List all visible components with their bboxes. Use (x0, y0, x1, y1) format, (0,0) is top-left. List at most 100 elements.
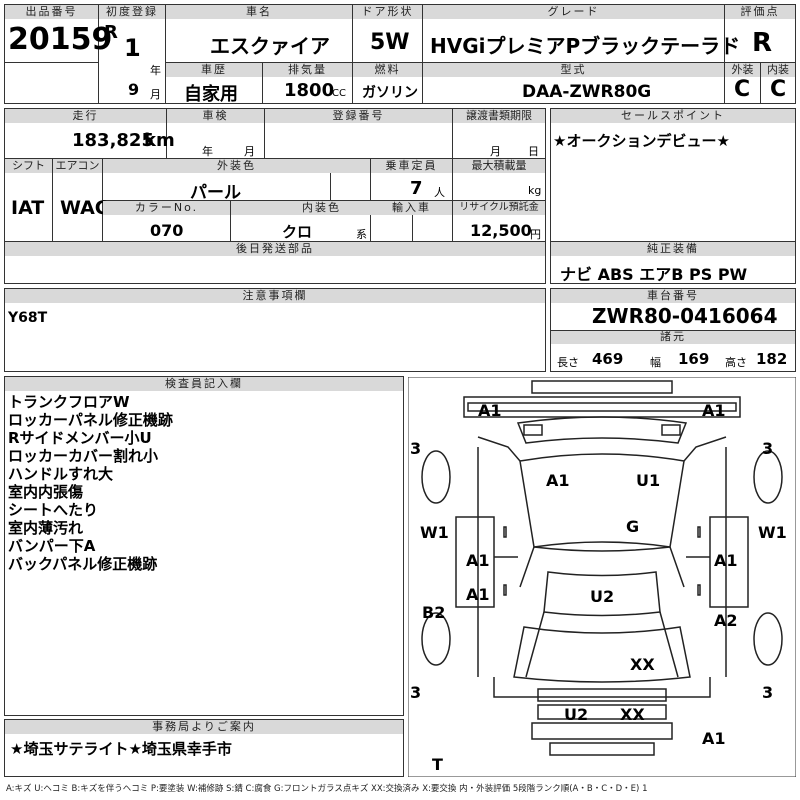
damage-mark: A1 (478, 401, 502, 420)
mileage: 183,825 (72, 130, 154, 151)
insp-month-unit: 月 (244, 145, 255, 158)
car-diagram: A1 A1 3 3 A1 U1 G W1 W1 A1 A1 A1 U2 A2 B… (408, 377, 796, 777)
car-outline (408, 377, 796, 777)
damage-mark: A2 (714, 611, 738, 630)
caution-label: 注意事項欄 (5, 289, 545, 303)
damage-mark: W1 (420, 523, 449, 542)
damage-mark: B2 (422, 603, 446, 622)
history: 自家用 (184, 84, 238, 105)
color: パール (190, 183, 241, 203)
insp-year-unit: 年 (202, 145, 213, 158)
reg-month: 9 (128, 80, 140, 99)
chassis-label: 車台番号 (551, 289, 795, 303)
capacity-unit: 人 (434, 186, 445, 199)
shift-label: シフト (5, 159, 52, 173)
lot-no-label: 出品番号 (5, 5, 98, 19)
load-unit: kg (528, 184, 542, 197)
import-label: 輸入車 (371, 201, 452, 215)
office-text: ★埼玉サテライト★埼玉県幸手市 (10, 740, 232, 758)
month-unit: 月 (150, 88, 161, 101)
damage-mark: 3 (762, 439, 774, 458)
displacement: 1800 (284, 80, 335, 101)
list-item: バンパー下A (8, 537, 96, 555)
length: 469 (592, 350, 624, 368)
car-name: エスクァイア (210, 34, 330, 58)
interior-unit: 系 (356, 228, 367, 241)
interior-label: 内装色 (231, 201, 412, 215)
capacity: 7 (410, 178, 423, 199)
year-unit: 年 (150, 64, 161, 77)
damage-mark: XX (630, 655, 655, 674)
damage-mark: A1 (702, 729, 726, 748)
header-block (4, 4, 796, 104)
later-parts-label: 後日発送部品 (5, 242, 545, 256)
legend: A:キズ U:ヘコミ B:キズを伴うヘコミ P:要塗装 W:補修跡 S:錆 C:… (6, 784, 648, 794)
damage-mark: A1 (702, 401, 726, 420)
int-grade: C (770, 77, 787, 102)
damage-mark: G (626, 517, 640, 536)
damage-mark: A1 (466, 585, 490, 604)
era: R (104, 22, 118, 43)
list-item: ロッカーパネル修正機跡 (8, 411, 173, 429)
damage-mark: A1 (466, 551, 490, 570)
car-name-label: 車名 (166, 5, 352, 19)
interior: クロ (282, 223, 313, 241)
door-label: ドア形状 (353, 5, 422, 19)
sales-point: ★オークションデビュー★ (553, 132, 730, 150)
mileage-label: 走行 (5, 109, 166, 123)
equip-label: 純正装備 (551, 242, 795, 256)
transfer-day-unit: 日 (528, 145, 539, 158)
displacement-label: 排気量 (263, 63, 352, 77)
ext-grade: C (734, 77, 751, 102)
int-label: 内装 (761, 63, 795, 77)
damage-mark: U1 (636, 471, 661, 490)
capacity-label: 乗車定員 (371, 159, 452, 173)
model-label: 型式 (423, 63, 724, 77)
damage-mark: U2 (564, 705, 589, 724)
damage-mark: U2 (590, 587, 615, 606)
damage-mark: 3 (762, 683, 774, 702)
ac: WAC (60, 197, 109, 219)
height-label: 高さ (725, 356, 747, 369)
color-no: 070 (150, 221, 184, 240)
office-label: 事務局よりご案内 (5, 720, 403, 734)
color-label: 外装色 (103, 159, 370, 173)
spec-label: 諸元 (551, 330, 795, 344)
color-no-label: カラーNo. (103, 201, 230, 215)
first-reg-label: 初度登録 (99, 5, 165, 19)
list-item: ハンドルすれ大 (8, 465, 114, 483)
mileage-unit: km (144, 130, 175, 151)
load-label: 最大積載量 (453, 159, 545, 173)
damage-mark: 3 (410, 439, 422, 458)
equipment: ナビ ABS エアB PS PW (560, 265, 748, 284)
displacement-unit: CC (332, 88, 346, 99)
width: 169 (678, 350, 710, 368)
damage-mark: T (432, 755, 443, 774)
fuel-label: 燃料 (353, 63, 422, 77)
plate-label: 登録番号 (265, 109, 452, 123)
transfer-month-unit: 月 (490, 145, 501, 158)
sales-label: セールスポイント (551, 109, 795, 123)
list-item: Rサイドメンバー小U (8, 429, 152, 447)
damage-mark: XX (620, 705, 645, 724)
damage-mark: A1 (546, 471, 570, 490)
inspector-label: 検査員記入欄 (5, 377, 403, 391)
inspection-label: 車検 (167, 109, 264, 123)
transfer-label: 譲渡書類期限 (453, 109, 545, 123)
recycle-unit: 円 (530, 228, 541, 241)
list-item: 室内内張傷 (8, 483, 84, 501)
recycle: 12,500 (470, 221, 532, 240)
list-item: シートへたり (8, 501, 99, 519)
list-item: 室内薄汚れ (8, 519, 84, 537)
damage-mark: A1 (714, 551, 738, 570)
model: DAA-ZWR80G (522, 82, 652, 102)
list-item: ロッカーカバー割れ小 (8, 447, 159, 465)
door-type: 5W (370, 30, 410, 55)
shift: IAT (11, 197, 45, 219)
damage-mark: 3 (410, 683, 422, 702)
grade-label: グレード (423, 5, 724, 19)
list-item: トランクフロアW (8, 393, 130, 411)
length-label: 長さ (557, 356, 579, 369)
fuel: ガソリン (362, 85, 418, 101)
damage-mark: W1 (758, 523, 787, 542)
